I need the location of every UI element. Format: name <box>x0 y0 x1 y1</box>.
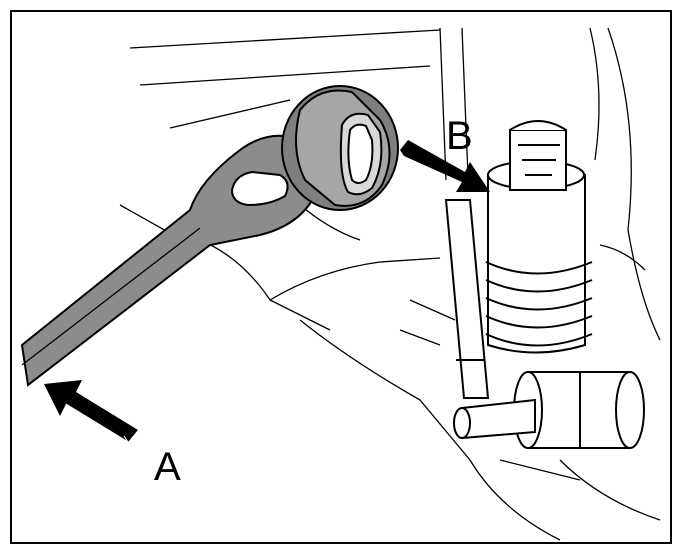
washer-pump <box>444 120 645 449</box>
electrical-connector <box>281 85 399 211</box>
arrow-b <box>400 140 490 192</box>
arrow-a <box>44 380 138 443</box>
removal-tool <box>20 134 317 387</box>
label-a: A <box>154 445 181 489</box>
figure-border <box>10 10 672 544</box>
label-b: B <box>446 114 473 158</box>
